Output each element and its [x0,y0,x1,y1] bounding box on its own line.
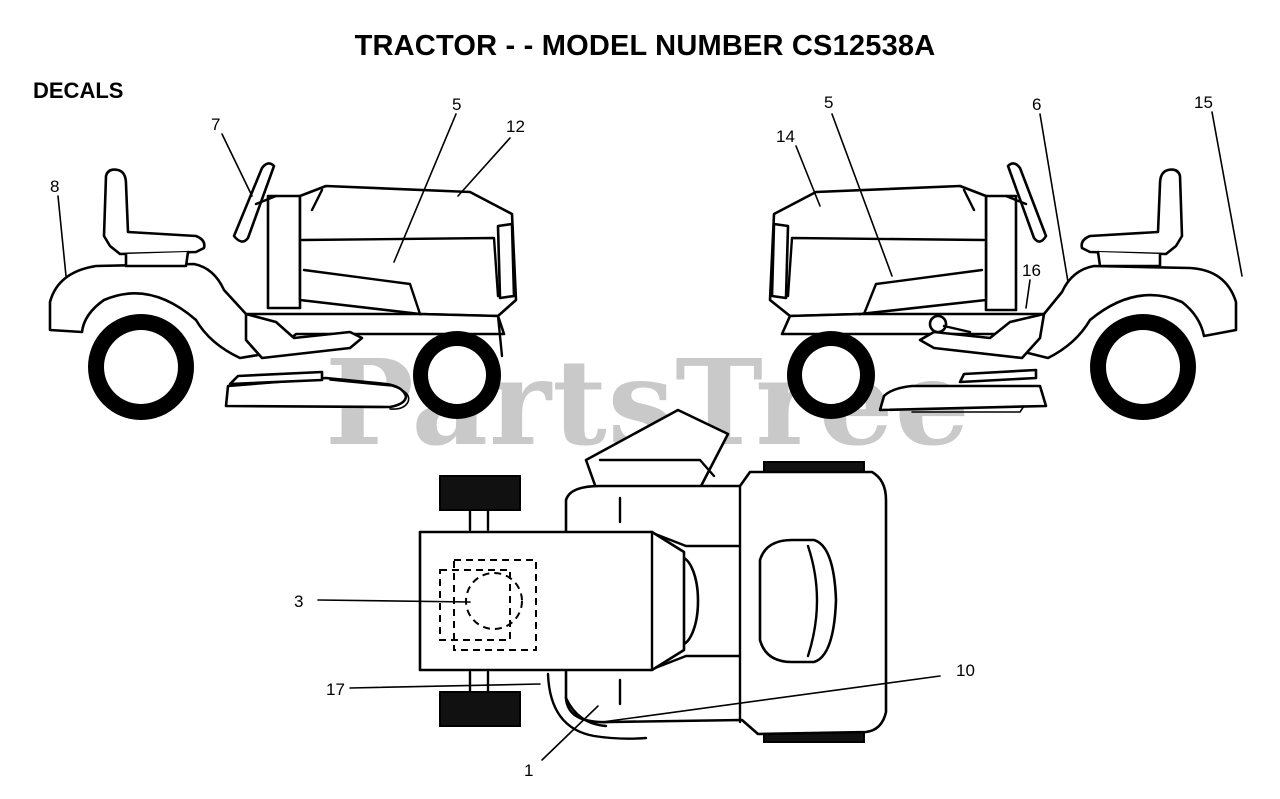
callout-10-top: 10 [956,661,975,680]
callout-3-top: 3 [294,592,303,611]
callout-17-top: 17 [326,680,345,699]
top-view: 3 17 1 10 [294,408,975,780]
callout-15-right: 15 [1194,93,1213,112]
callout-8-left: 8 [50,177,59,196]
page-title: TRACTOR - - MODEL NUMBER CS12538A [354,30,936,62]
callout-7-left: 7 [211,115,220,134]
left-side-view: 8 7 5 12 [48,95,525,420]
callout-1-top: 1 [524,761,533,780]
section-label: DECALS [33,78,124,103]
right-side-view: 14 5 6 15 16 [768,93,1243,420]
callout-14-right: 14 [776,127,795,146]
callout-6-right: 6 [1032,95,1041,114]
callout-12-left: 12 [506,117,525,136]
callout-16-right: 16 [1022,261,1041,280]
callout-5-left: 5 [452,95,461,114]
callout-5-right: 5 [824,93,833,112]
